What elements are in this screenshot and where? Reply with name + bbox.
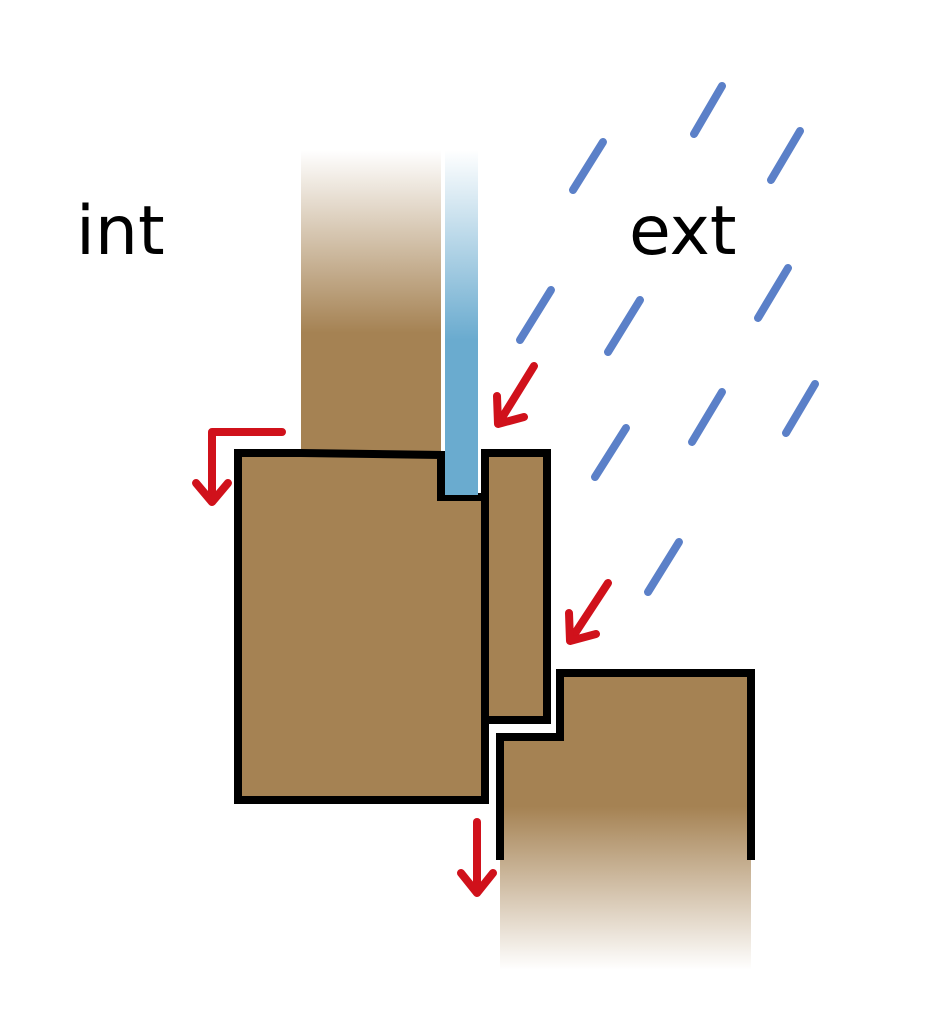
arrow-drain-down (457, 818, 497, 897)
rain-drop (690, 82, 726, 138)
arrow-glass-runoff (493, 362, 538, 428)
arrow-bead-runoff (565, 579, 612, 645)
arrow-interior-drip (192, 428, 286, 506)
rain-drop (688, 388, 726, 446)
interior-label: int (76, 192, 165, 271)
rain-drop (516, 286, 555, 344)
rain-drop (604, 296, 644, 356)
interior-frame (234, 150, 489, 804)
rain-drop (569, 138, 607, 194)
outer-frame-outline-top (496, 669, 755, 860)
lower-sash-block (234, 449, 489, 804)
glass-pane (440, 150, 484, 497)
glass-pane-fill (445, 150, 478, 495)
rain-drop (591, 424, 630, 481)
rain-streaks (516, 82, 819, 596)
upper-stile (301, 150, 441, 455)
rain-drop (782, 380, 819, 437)
glazing-bead (481, 449, 551, 724)
outer-frame-body (500, 673, 751, 970)
rain-drop (754, 264, 792, 322)
water-flow-arrows (192, 362, 612, 897)
rain-drop (767, 127, 804, 184)
outer-frame (496, 669, 755, 970)
exterior-label: ext (629, 192, 737, 271)
rain-drop (644, 538, 683, 596)
